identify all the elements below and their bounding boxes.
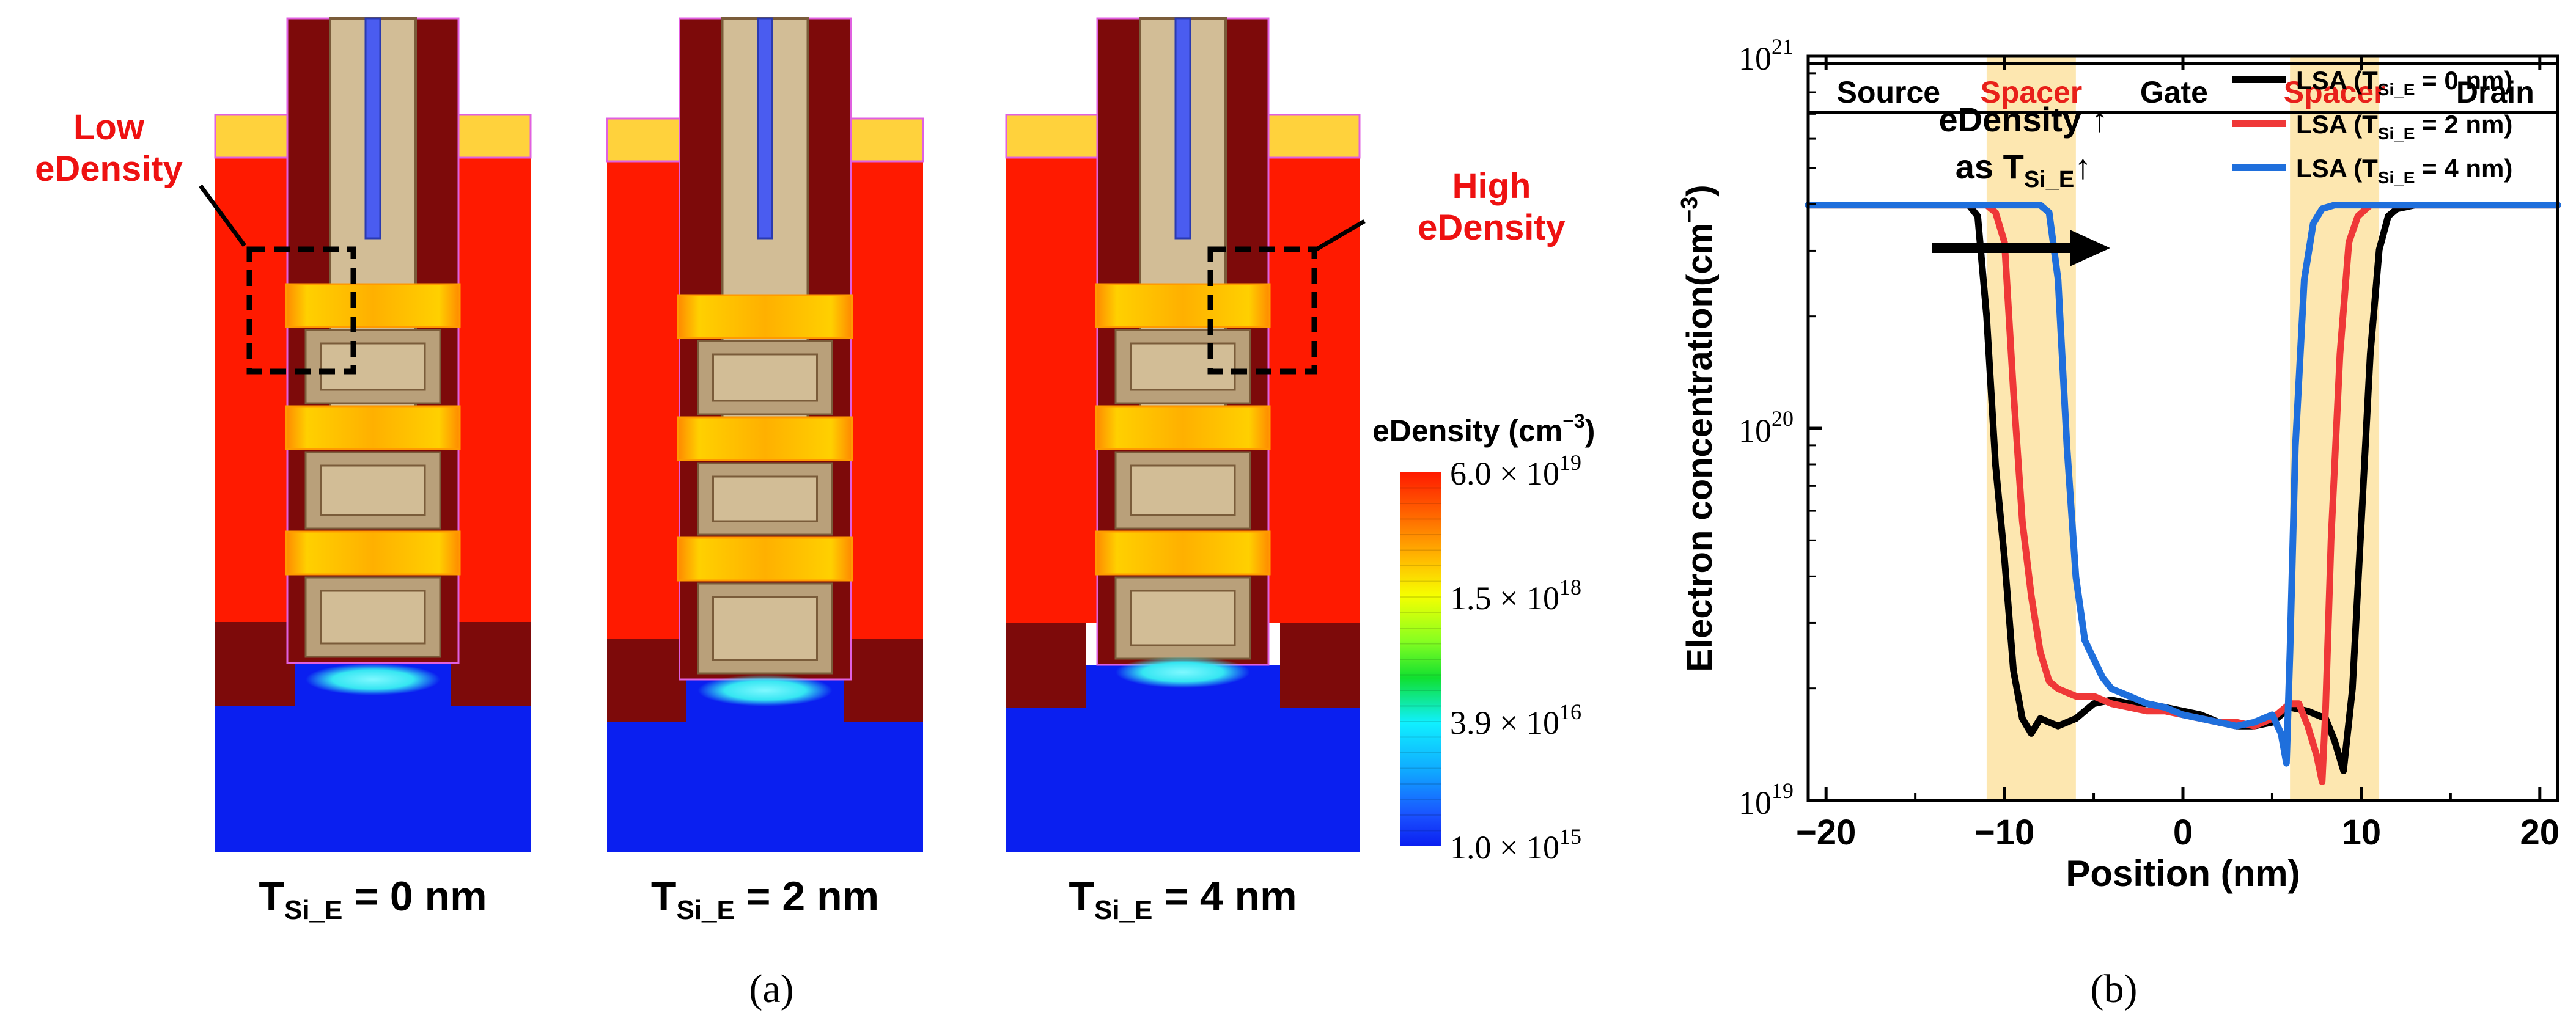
left-contact-cap (606, 117, 680, 163)
simulation-2: TSi_E = 2 nm (606, 17, 924, 925)
right-contact-cap (850, 117, 924, 163)
region-label: Drain (2456, 75, 2534, 109)
low-label-line2: eDensity (35, 149, 183, 189)
gate-fill-line (364, 17, 381, 240)
spacer-band (1986, 56, 2076, 800)
high-label-line1: High (1452, 166, 1531, 206)
channel-underlap-glow (306, 664, 440, 695)
sim-caption: TSi_E = 0 nm (259, 873, 487, 925)
colorbar-bands (1400, 487, 1441, 832)
inner-gate-metal (712, 353, 818, 402)
x-tick-label: 0 (2173, 813, 2193, 852)
trend-annotation-line1: eDensity ↑ (1939, 100, 2108, 139)
x-tick-label: 20 (2520, 813, 2560, 852)
high-edensity-annotation: High eDensity (1207, 166, 1566, 375)
high-dashed-box (1207, 246, 1317, 375)
colorbar-title: eDensity (cm−3) (1372, 410, 1595, 448)
legend-entry: LSA (TSi_E = 0 nm) (2296, 66, 2512, 99)
right-epi-block (1280, 623, 1360, 708)
gate-fill-line (1174, 17, 1191, 240)
colorbar-tick-label: 1.5 × 1018 (1450, 575, 1581, 617)
trend-annotation-line2: as TSi_E↑ (1956, 147, 2091, 192)
low-label-line1: Low (73, 108, 145, 147)
inner-gate-metal (1130, 342, 1236, 391)
legend-entry: LSA (TSi_E = 4 nm) (2296, 154, 2512, 187)
channel-sheet (1095, 283, 1271, 328)
left-contact-cap (1005, 114, 1098, 159)
device-simulations: TSi_E = 0 nm TSi_E = 2 nm TSi_E = 4 nm (214, 17, 1361, 925)
left-epi-block (607, 639, 686, 722)
right-contact-cap (457, 114, 532, 159)
simulation-3: TSi_E = 4 nm (1005, 17, 1361, 925)
high-leader-line (1313, 219, 1366, 253)
low-leader-line (199, 184, 246, 247)
low-dashed-box (246, 246, 356, 375)
y-axis-label: Electron concentration(cm−3) (1677, 185, 1720, 672)
inner-gate-metal (320, 464, 426, 516)
trend-arrow-head (2070, 230, 2110, 266)
panel-label-a: (a) (749, 967, 793, 1011)
channel-underlap-glow (697, 675, 833, 706)
channel-sheet (285, 530, 461, 576)
colorbar-ticks: 6.0 × 1019 1.5 × 1018 3.9 × 1016 1.0 × 1015 (1450, 450, 1581, 866)
colorbar: eDensity (cm−3) 6.0 × 1019 1.5 × 1018 3.9 … (1372, 410, 1595, 866)
x-tick-label: −20 (1796, 813, 1856, 852)
colorbar-tick-label: 1.0 × 1015 (1450, 824, 1581, 866)
inner-gate-metal (320, 342, 426, 391)
channel-sheet (1095, 405, 1271, 450)
inner-gate-metal (1130, 590, 1236, 646)
series-line-3 (1805, 202, 2561, 767)
right-epi-block (451, 622, 531, 706)
x-tick-label: 10 (2342, 813, 2382, 852)
y-tick-label: 1021 (1739, 34, 1794, 77)
left-epi-block (215, 622, 295, 706)
x-tick-label: −10 (1974, 813, 2034, 852)
channel-sheet (285, 405, 461, 450)
right-contact-cap (1267, 114, 1361, 159)
legend-entry: LSA (TSi_E = 2 nm) (2296, 110, 2512, 143)
right-epi-block (844, 639, 923, 722)
channel-sheet (677, 416, 853, 461)
channel-sheet (677, 536, 853, 582)
channel-sheet (1095, 530, 1271, 576)
inner-gate-metal (712, 475, 818, 522)
panel-label-b: (b) (2091, 967, 2138, 1011)
x-axis-label: Position (nm) (2066, 853, 2300, 894)
simulation-1: TSi_E = 0 nm (214, 17, 532, 925)
y-tick-label: 1019 (1739, 778, 1794, 821)
region-label: Source (1837, 75, 1941, 109)
legend: LSA (TSi_E = 0 nm) LSA (TSi_E = 2 nm) LSA … (2232, 66, 2512, 187)
inner-gate-metal (712, 596, 818, 661)
colorbar-tick-label: 3.9 × 1016 (1450, 700, 1581, 741)
left-epi-block (1006, 623, 1086, 708)
left-contact-cap (214, 114, 289, 159)
sim-caption: TSi_E = 4 nm (1069, 873, 1297, 925)
channel-underlap-glow (1116, 656, 1250, 688)
low-edensity-annotation: Low eDensity (35, 108, 356, 375)
high-label-line2: eDensity (1418, 208, 1566, 247)
inner-gate-metal (1130, 464, 1236, 516)
colorbar-tick-label: 6.0 × 1019 (1450, 450, 1581, 492)
sim-caption: TSi_E = 2 nm (651, 873, 879, 925)
region-label: Gate (2140, 75, 2208, 109)
region-label: Spacer (2284, 75, 2386, 109)
channel-sheet (285, 283, 461, 328)
region-label: Spacer (1980, 75, 2082, 109)
channel-sheet (677, 294, 853, 339)
colorbar-gradient (1400, 472, 1441, 846)
gate-fill-line (757, 17, 773, 240)
inner-gate-metal (320, 590, 426, 645)
series-line-1 (1805, 202, 2561, 774)
y-tick-label: 1020 (1739, 406, 1794, 449)
series-line-2 (1805, 202, 2561, 785)
